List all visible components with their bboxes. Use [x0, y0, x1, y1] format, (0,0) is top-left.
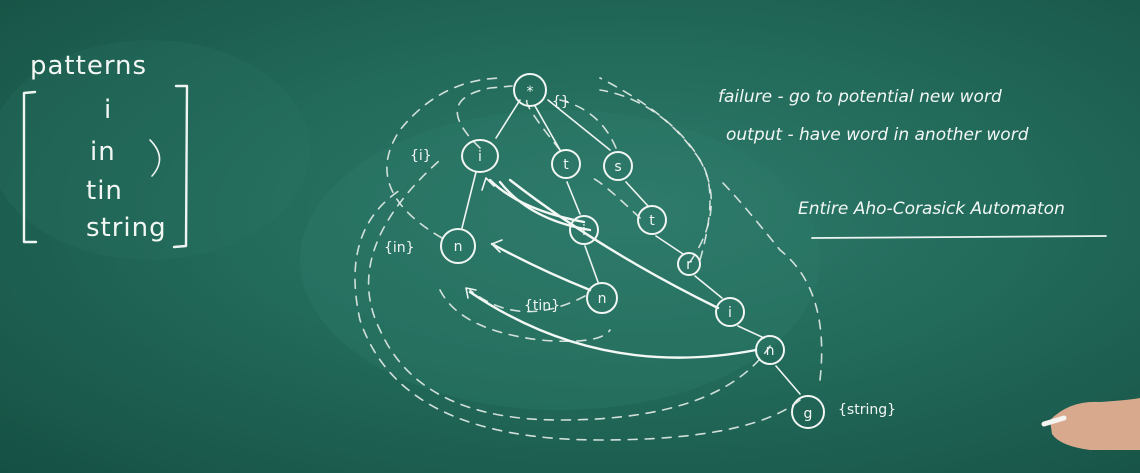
edge-root-t [534, 105, 561, 151]
arrowhead-i [481, 177, 495, 191]
edge-t-i [566, 181, 581, 215]
node-ti-label: i [582, 223, 586, 239]
root-output: {} [552, 94, 570, 110]
failure-link-strin-outer [367, 159, 771, 421]
node-in: n [440, 228, 476, 264]
node-st-label: t [649, 213, 655, 229]
node-string: g [791, 395, 825, 429]
node-str-label: r [686, 257, 692, 273]
node-ti: i [569, 215, 599, 245]
left-bracket [22, 90, 38, 244]
node-st: t [637, 205, 667, 235]
node-i: i [461, 139, 499, 173]
arrow-tin-in [490, 242, 592, 292]
failure-link-outer-right [599, 89, 711, 261]
output-tin: {tin} [524, 298, 560, 314]
output-string: {string} [838, 402, 896, 418]
edge-str-i [694, 275, 723, 299]
node-strin: n [755, 335, 785, 365]
arrow-stri-i [508, 178, 720, 310]
node-t-label: t [563, 157, 569, 173]
edge-stri-n [737, 325, 765, 339]
failure-link-far-right [719, 179, 823, 381]
node-in-label: n [454, 239, 463, 255]
node-t: t [551, 149, 581, 179]
arrowhead-in-lower [465, 287, 477, 299]
title-underline [811, 235, 1107, 239]
arrow-strin-in [468, 290, 758, 359]
edge-i-n [461, 171, 477, 229]
node-tin: n [586, 282, 618, 314]
output-i: {i} [410, 148, 432, 164]
root-symbol: * [527, 84, 534, 100]
failure-link-lower [439, 289, 611, 343]
patterns-heading: patterns [30, 51, 147, 81]
node-str: r [677, 252, 701, 276]
output-in: {in} [384, 240, 415, 256]
pattern-item-tin: tin [86, 176, 123, 206]
failure-note: failure - go to potential new word [718, 87, 1002, 107]
failure-link-s-root [559, 99, 617, 149]
failure-link-tin-in [469, 289, 586, 313]
node-s-label: s [614, 159, 621, 175]
failure-link-string-outer [354, 189, 801, 441]
right-bracket [172, 84, 189, 249]
connector-curve [149, 139, 161, 177]
failure-link-t-root [526, 99, 561, 151]
node-s: s [603, 151, 633, 181]
pattern-item-in: in [90, 137, 116, 167]
node-i-label: i [478, 149, 482, 165]
node-tin-label: n [598, 291, 607, 307]
automaton-title: Entire Aho-Corasick Automaton [798, 199, 1065, 219]
node-stri-label: i [728, 305, 732, 321]
arrowhead-in [491, 239, 503, 253]
node-string-label: g [804, 406, 813, 422]
edge-st-r [655, 235, 684, 255]
edge-ti-n [584, 245, 599, 283]
failure-link-st-t [591, 177, 641, 219]
edge-strin-g [775, 365, 801, 395]
pattern-item-i: i [104, 95, 112, 125]
arrow-ti-i [488, 178, 586, 224]
failure-link-str-root [599, 77, 713, 263]
failure-link-in-root [386, 77, 501, 239]
hand-with-chalk [1041, 398, 1140, 450]
edge-s-t [625, 181, 649, 207]
node-strin-label: n [766, 343, 775, 359]
pattern-item-string: string [86, 213, 167, 243]
output-note: output - have word in another word [726, 125, 1029, 145]
edge-root-i [495, 99, 521, 139]
edge-root-s [547, 99, 611, 151]
node-root: * [513, 73, 547, 107]
node-stri: i [715, 297, 745, 327]
